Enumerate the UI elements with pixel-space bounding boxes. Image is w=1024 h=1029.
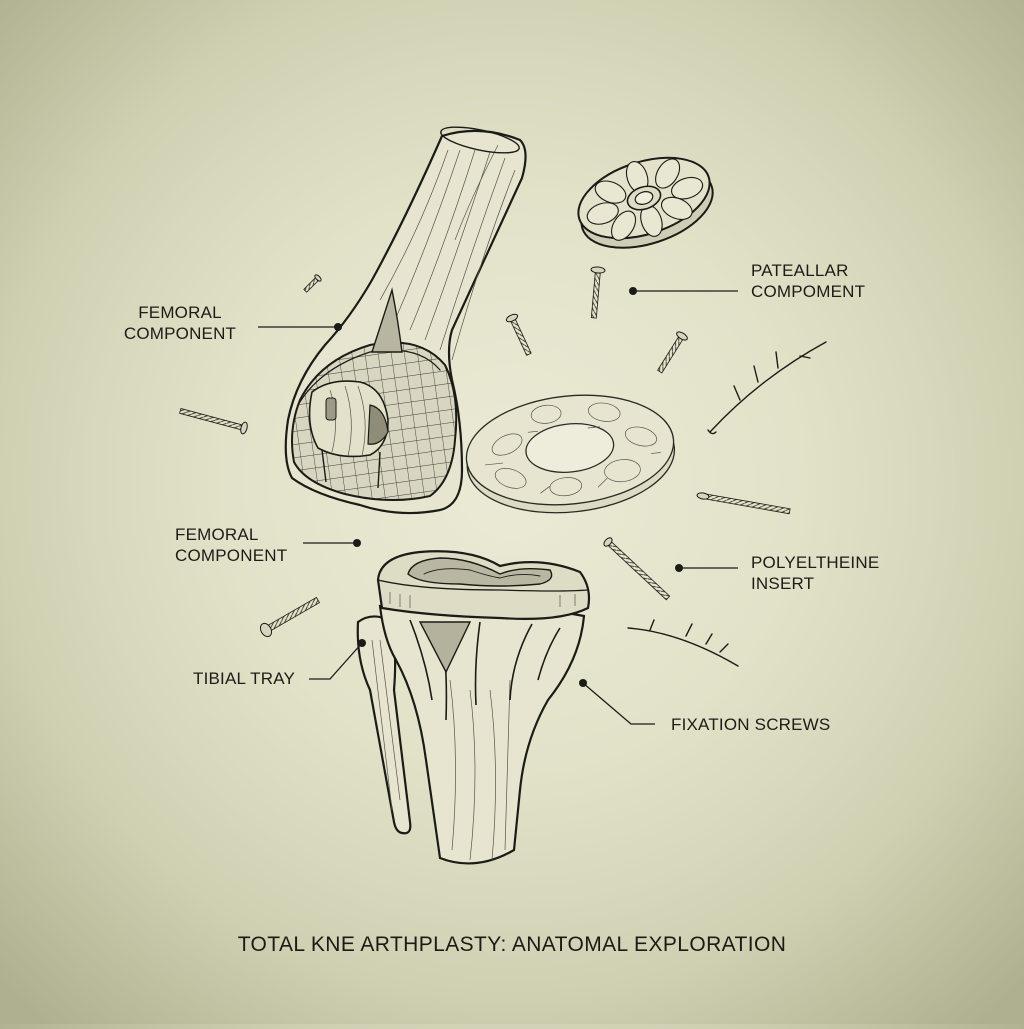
label-fixation-screws: FIXATION SCREWS — [671, 714, 830, 735]
label-femoral-component-mid: FEMORAL COMPONENT — [175, 524, 287, 566]
leader-lines — [258, 287, 738, 725]
label-polyethylene-insert: POLYELTHEINE INSERT — [751, 552, 879, 594]
label-patellar-component: PATEALLAR COMPOMENT — [751, 260, 865, 302]
diagram-title: TOTAL KNE ARTHPLASTY: ANATOMAL EXPLORATI… — [237, 933, 787, 956]
screw-icon — [590, 266, 606, 319]
label-line: PATEALLAR — [751, 261, 849, 280]
label-line: COMPONENT — [123, 324, 237, 343]
fixation-screws — [179, 266, 791, 638]
label-line: POLYELTHEINE — [751, 553, 880, 572]
label-line: COMPOMENT — [751, 282, 866, 301]
label-line: INSERT — [751, 574, 815, 593]
label-line: COMPONENT — [175, 546, 288, 565]
screw-icon — [303, 274, 322, 293]
screw-icon — [657, 331, 688, 374]
screw-icon — [603, 537, 671, 601]
label-line: FEMORAL — [175, 525, 259, 544]
tibial-tray — [376, 550, 591, 620]
nerve-branch-fragments — [627, 341, 827, 667]
label-line: FEMORAL — [138, 303, 222, 322]
screw-icon — [696, 492, 791, 515]
screw-icon — [259, 596, 321, 638]
polyethylene-insert-ring — [465, 394, 676, 514]
screw-icon — [179, 408, 248, 435]
label-femoral-component-top: FEMORAL COMPONENT — [118, 302, 242, 344]
femoral-component — [291, 287, 458, 501]
label-line: FIXATION SCREWS — [671, 715, 831, 734]
screw-icon — [505, 313, 532, 356]
label-tibial-tray: TIBIAL TRAY — [193, 668, 295, 689]
patellar-component — [577, 156, 714, 249]
label-line: TIBIAL TRAY — [193, 669, 296, 688]
